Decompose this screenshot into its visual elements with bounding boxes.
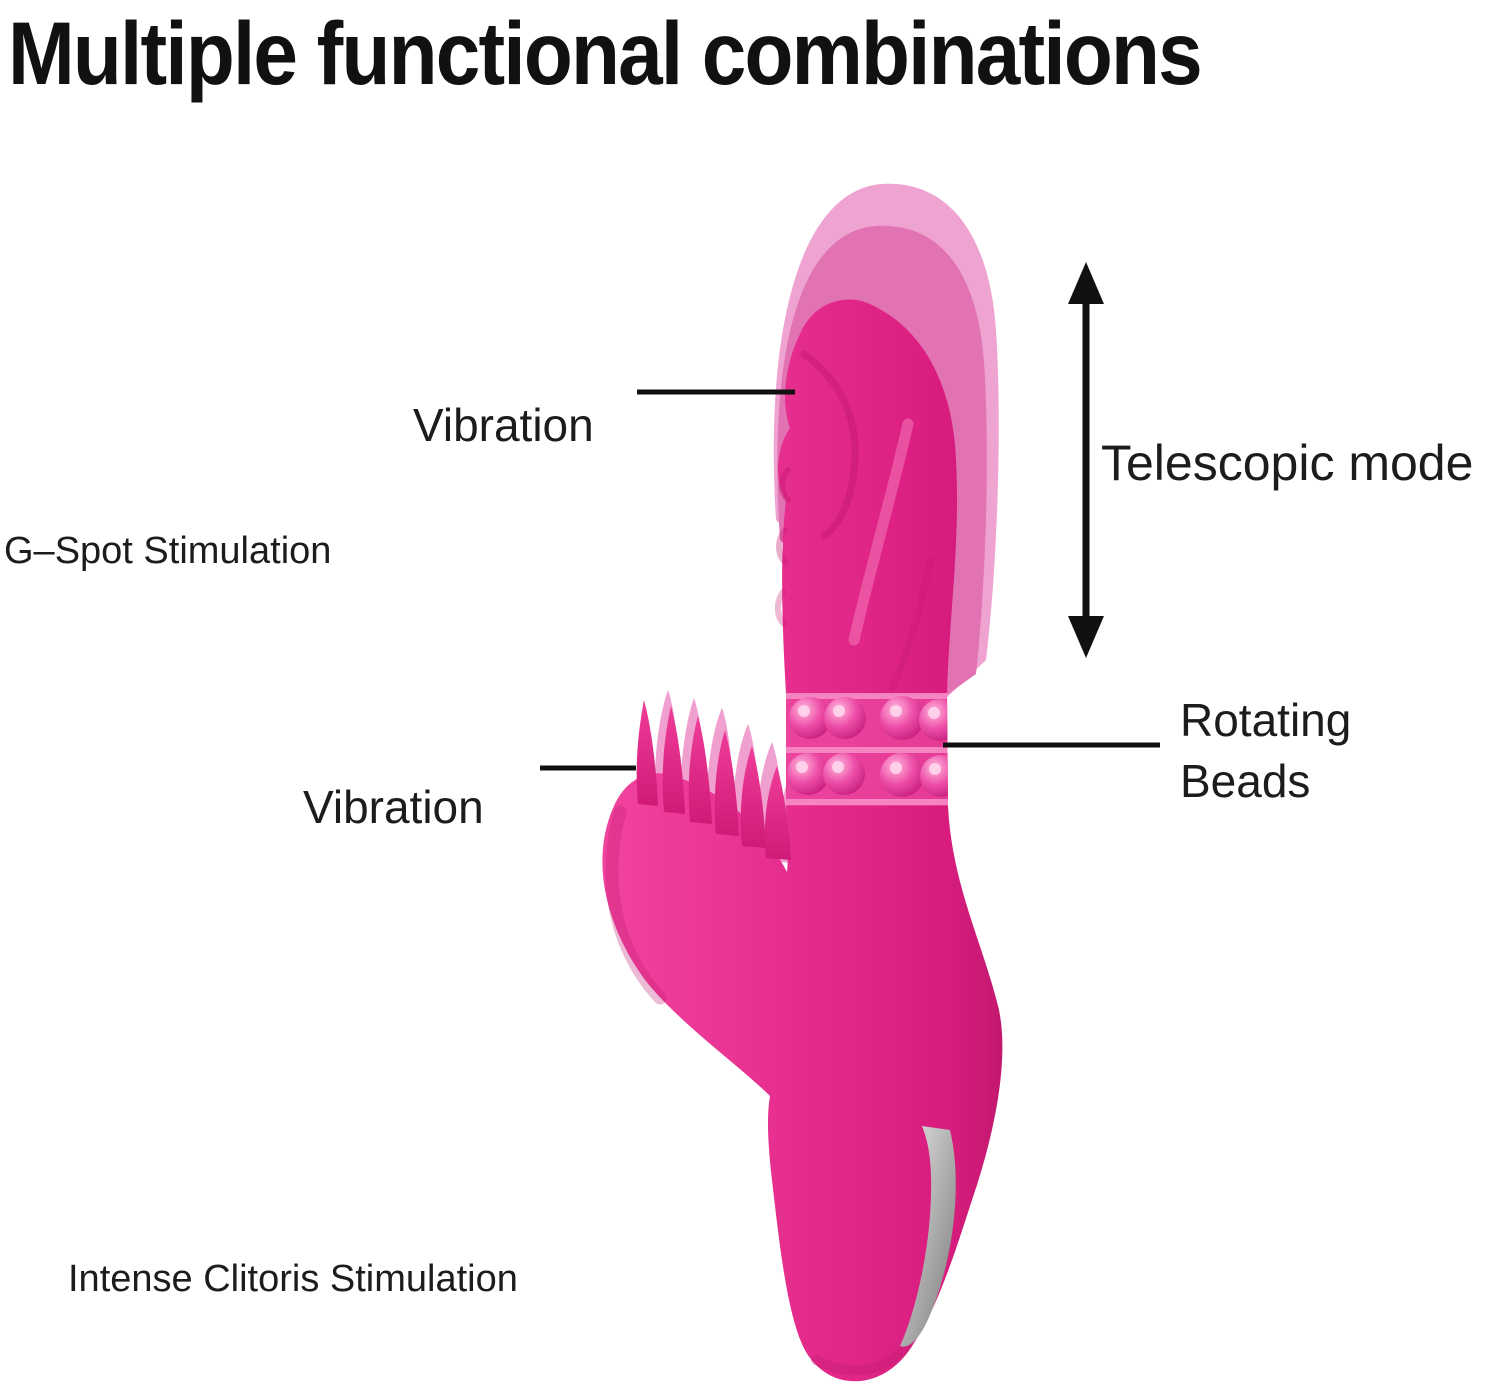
body-sculpt-lines [605,350,934,1376]
bead-highlights [796,705,941,775]
vibrator-body [602,299,1003,1382]
silver-base-accent [900,1126,956,1347]
label-g-spot-stimulation: G–Spot Stimulation [4,530,332,572]
rotating-bead-band [780,693,962,806]
beads-row-top [789,696,961,741]
label-intense-clitoris-stimulation: Intense Clitoris Stimulation [68,1258,518,1300]
label-telescopic-mode: Telescopic mode [1101,435,1474,491]
label-rotating-beads-line2: Beads [1180,754,1311,807]
label-rotating-beads-line1: Rotating [1180,694,1352,746]
clitoral-arm-spikes [636,700,791,860]
label-vibration-bottom: Vibration [303,781,484,833]
page-title: Multiple functional combinations [8,3,1203,103]
label-rotating-beads: Rotating Beads [1180,690,1351,811]
telescopic-double-arrow-icon [1068,262,1104,658]
label-vibration-top: Vibration [413,399,594,451]
